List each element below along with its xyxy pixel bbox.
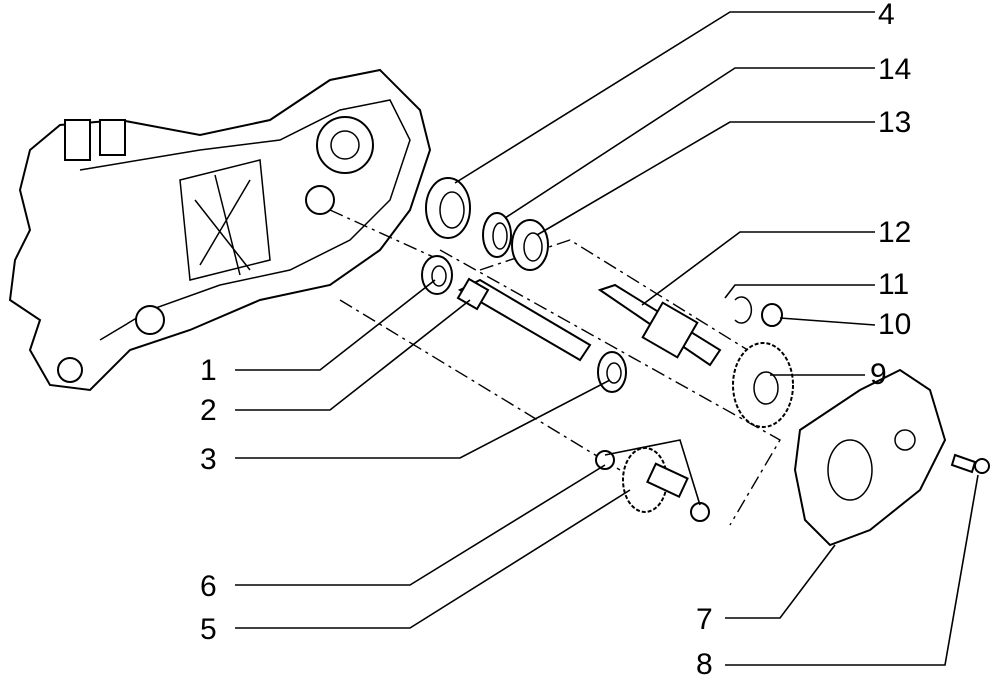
- callout-9: 9: [870, 358, 887, 391]
- callout-14: 14: [878, 53, 912, 86]
- crankcase: [8, 68, 432, 392]
- callout-12: 12: [878, 216, 912, 249]
- part-14-washer: [482, 212, 512, 258]
- part-10-nut: [761, 303, 783, 327]
- callout-7: 7: [696, 603, 713, 636]
- part-2-shaft: [456, 277, 592, 362]
- callout-8: 8: [696, 648, 713, 681]
- callout-13: 13: [878, 106, 912, 139]
- part-11-circlip: [734, 296, 753, 324]
- part-12-shaft: [597, 283, 722, 367]
- callout-5: 5: [200, 613, 217, 646]
- part-9-gear: [732, 342, 794, 428]
- part-6-circlip: [595, 450, 710, 522]
- callout-11: 11: [878, 268, 910, 301]
- part-8-bolt: [950, 453, 990, 474]
- part-3-bearing: [597, 351, 627, 393]
- part-1-bearing: [421, 255, 453, 295]
- callout-3: 3: [200, 443, 217, 476]
- part-7-cover: [793, 368, 947, 547]
- callout-6: 6: [200, 570, 217, 603]
- callout-2: 2: [200, 394, 217, 427]
- leader-lines: [235, 11, 979, 666]
- callout-1: 1: [200, 354, 217, 387]
- part-4-bearing: [425, 177, 471, 239]
- part-13-bearing: [511, 219, 549, 271]
- part-5-gear: [622, 447, 689, 513]
- callout-10: 10: [878, 308, 912, 341]
- callout-4: 4: [878, 0, 895, 31]
